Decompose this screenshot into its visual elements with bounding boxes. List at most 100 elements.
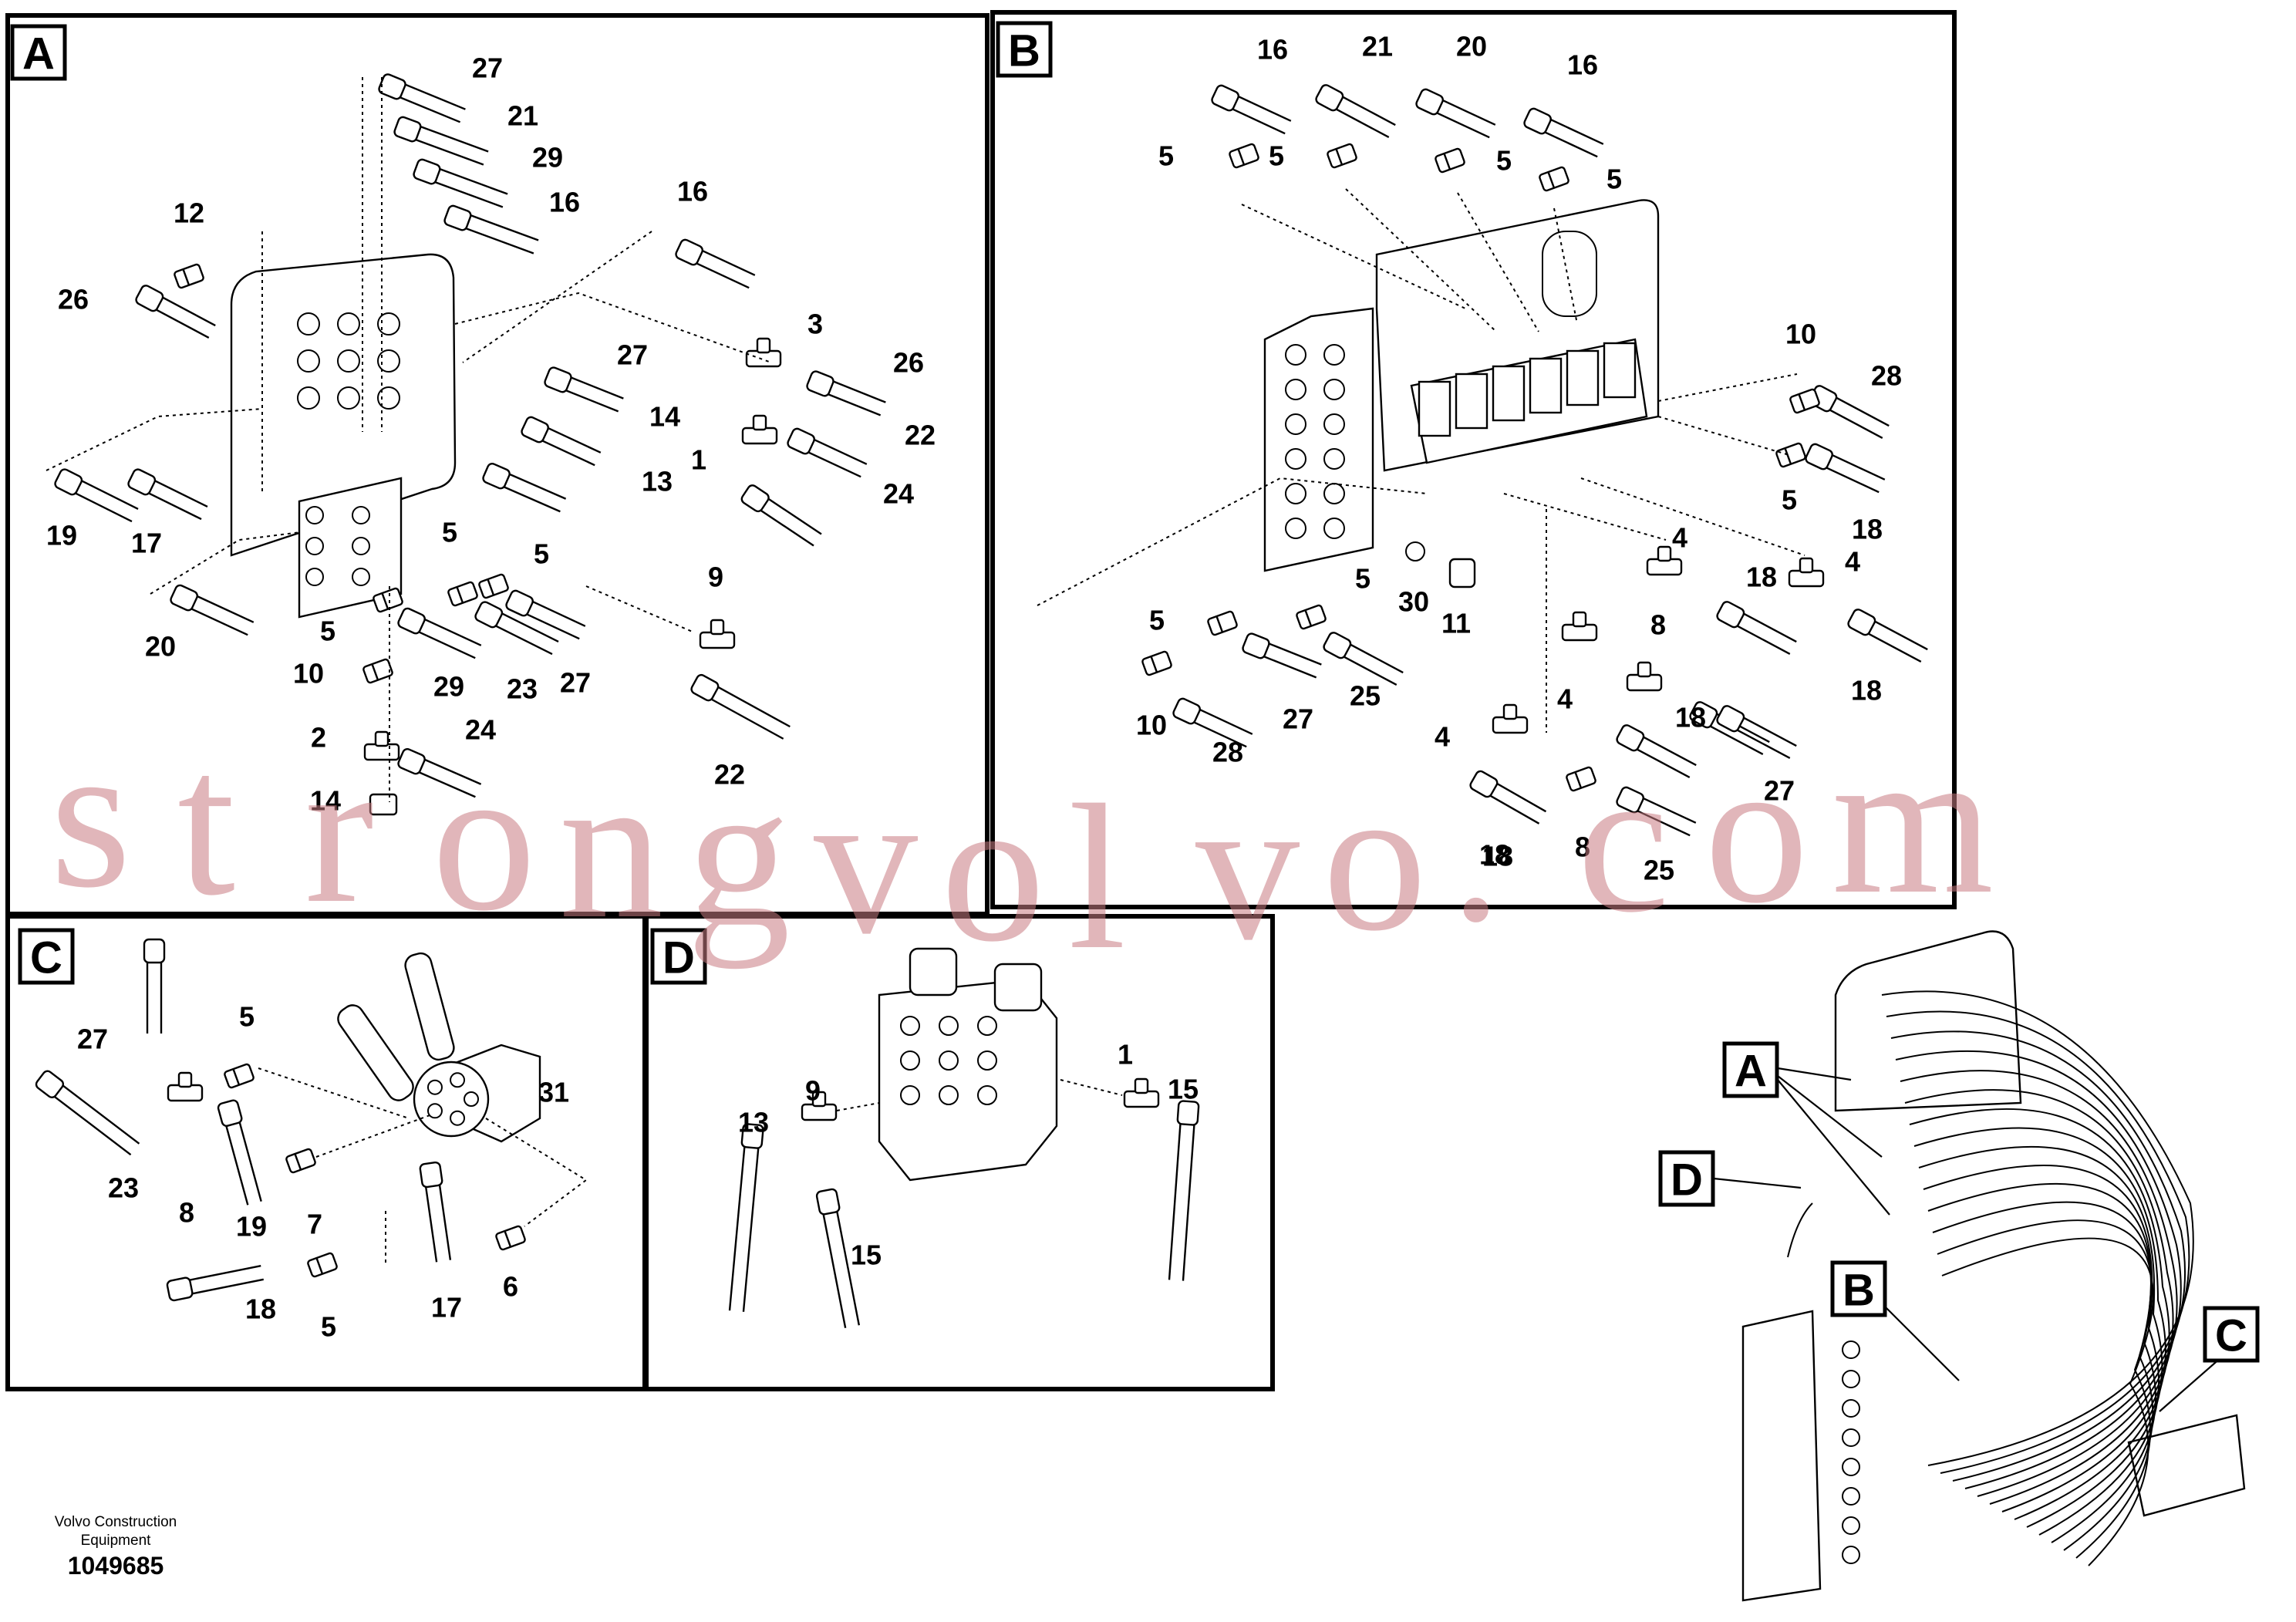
fitting-b-0 [1229, 143, 1259, 169]
panel-frame-d [644, 914, 1275, 1391]
hose-b-8-edge [1263, 640, 1322, 666]
guide-b [1503, 493, 1667, 541]
overview-leader-a [1777, 1075, 1883, 1158]
port-hole [297, 386, 320, 410]
callout-b-5: 5 [1269, 140, 1284, 172]
hose-a-19-edge [763, 494, 822, 535]
port-hole [900, 1016, 920, 1036]
overview-hose [1787, 1202, 1813, 1258]
port-hole [377, 312, 400, 336]
callout-a-27: 27 [472, 52, 503, 84]
overview-hose [1895, 1050, 2182, 1489]
spool-d [909, 947, 958, 996]
fitting-b-4 [1789, 388, 1820, 414]
panel-tag-box-c [18, 928, 75, 985]
overview-leader-d [1713, 1177, 1802, 1189]
fitting-b-8-hex [1150, 656, 1158, 673]
fitting-b-5-hex [1784, 447, 1792, 465]
callout-a-17: 17 [131, 528, 162, 559]
hose-a-9-edge [542, 424, 602, 454]
hose-a-17-fitting [397, 747, 426, 775]
hose-a-12-fitting [127, 468, 157, 496]
port-hole [939, 1016, 959, 1036]
hose-b-12-fitting [1616, 724, 1645, 752]
hose-b-3-fitting [1523, 107, 1552, 135]
hose-b-14-edge [1637, 794, 1697, 824]
oring-b-30 [1405, 541, 1425, 561]
callout-b-5: 5 [1782, 484, 1797, 516]
overview-hose [1900, 1070, 2178, 1497]
callout-b-18: 18 [1746, 561, 1777, 593]
callout-b-18: 18 [1852, 514, 1883, 545]
hose-c-19-fitting [217, 1099, 243, 1127]
hose-a-7-edge [560, 387, 619, 413]
callout-a-2: 2 [311, 722, 326, 754]
hose-c-23-edge [49, 1092, 132, 1156]
callout-a-29: 29 [433, 671, 464, 703]
callout-b-28: 28 [1871, 360, 1902, 392]
hose-a-19-edge [755, 506, 814, 547]
callout-b-5: 5 [1496, 145, 1512, 177]
hose-c-23-fitting [35, 1070, 65, 1098]
hose-b-5-edge [1826, 451, 1886, 481]
port-hole [1323, 344, 1345, 366]
panel-b: B [990, 10, 1957, 909]
valve-block-lower-a [298, 477, 403, 619]
guide-b [1657, 416, 1790, 456]
hose-d-15b-fitting [1176, 1100, 1200, 1126]
port-hole [297, 349, 320, 373]
hose-b-15-fitting [1716, 705, 1745, 733]
guide-a [46, 408, 263, 471]
hose-a-6-fitting [806, 370, 834, 397]
hose-b-8-fitting [1242, 632, 1270, 659]
port-hole [305, 568, 324, 586]
hose-a-11-edge [69, 489, 133, 523]
valve-plate-b [1263, 307, 1374, 572]
overview-hose [1913, 1127, 2166, 1520]
hose-a-2-edge [429, 179, 504, 208]
callout-b-10: 10 [1136, 710, 1167, 741]
callout-d-15: 15 [851, 1239, 882, 1271]
overview-lower-plate [1741, 1310, 1822, 1602]
fitting-a-4 [362, 658, 393, 684]
tee-d-1-branch [1134, 1077, 1149, 1094]
callout-a-5: 5 [442, 517, 457, 548]
fitting-a-1-hex [381, 592, 389, 610]
hose-c-27-fitting [143, 938, 166, 964]
callout-a-5: 5 [534, 538, 549, 570]
fitting-c-2-hex [315, 1257, 324, 1275]
lever-c [404, 952, 455, 1061]
guide-c [258, 1067, 410, 1119]
hose-b-6-fitting [1716, 601, 1745, 629]
port-hole [1285, 344, 1306, 366]
hose-a-17-edge [419, 756, 482, 785]
watermark-letter: o [1323, 744, 1427, 974]
hose-a-14-fitting [397, 607, 426, 635]
hose-a-12-edge [143, 489, 202, 521]
callout-b-11: 11 [1441, 608, 1471, 639]
callout-b-27: 27 [1283, 703, 1313, 735]
solenoid-b [1566, 349, 1600, 406]
callout-a-22: 22 [905, 420, 936, 451]
hose-b-9-edge [1344, 641, 1404, 674]
callout-c-8: 8 [179, 1197, 194, 1229]
callout-b-28: 28 [1212, 737, 1243, 768]
overview-port [1842, 1458, 1860, 1476]
fitting-b-8 [1141, 650, 1172, 676]
port-hole [1285, 483, 1306, 504]
rotor-port [450, 1110, 466, 1126]
panel-a-artwork [46, 73, 886, 816]
guide-c [485, 1118, 588, 1227]
guide-d [836, 1102, 880, 1111]
overview-tag-box-b [1830, 1260, 1887, 1317]
callout-a-16: 16 [549, 187, 580, 218]
callout-c-6: 6 [503, 1271, 518, 1303]
hose-a-14-edge [419, 615, 482, 646]
port-hole [939, 1050, 959, 1071]
tee-c-8-branch [177, 1071, 193, 1088]
guide-b [1457, 192, 1539, 332]
